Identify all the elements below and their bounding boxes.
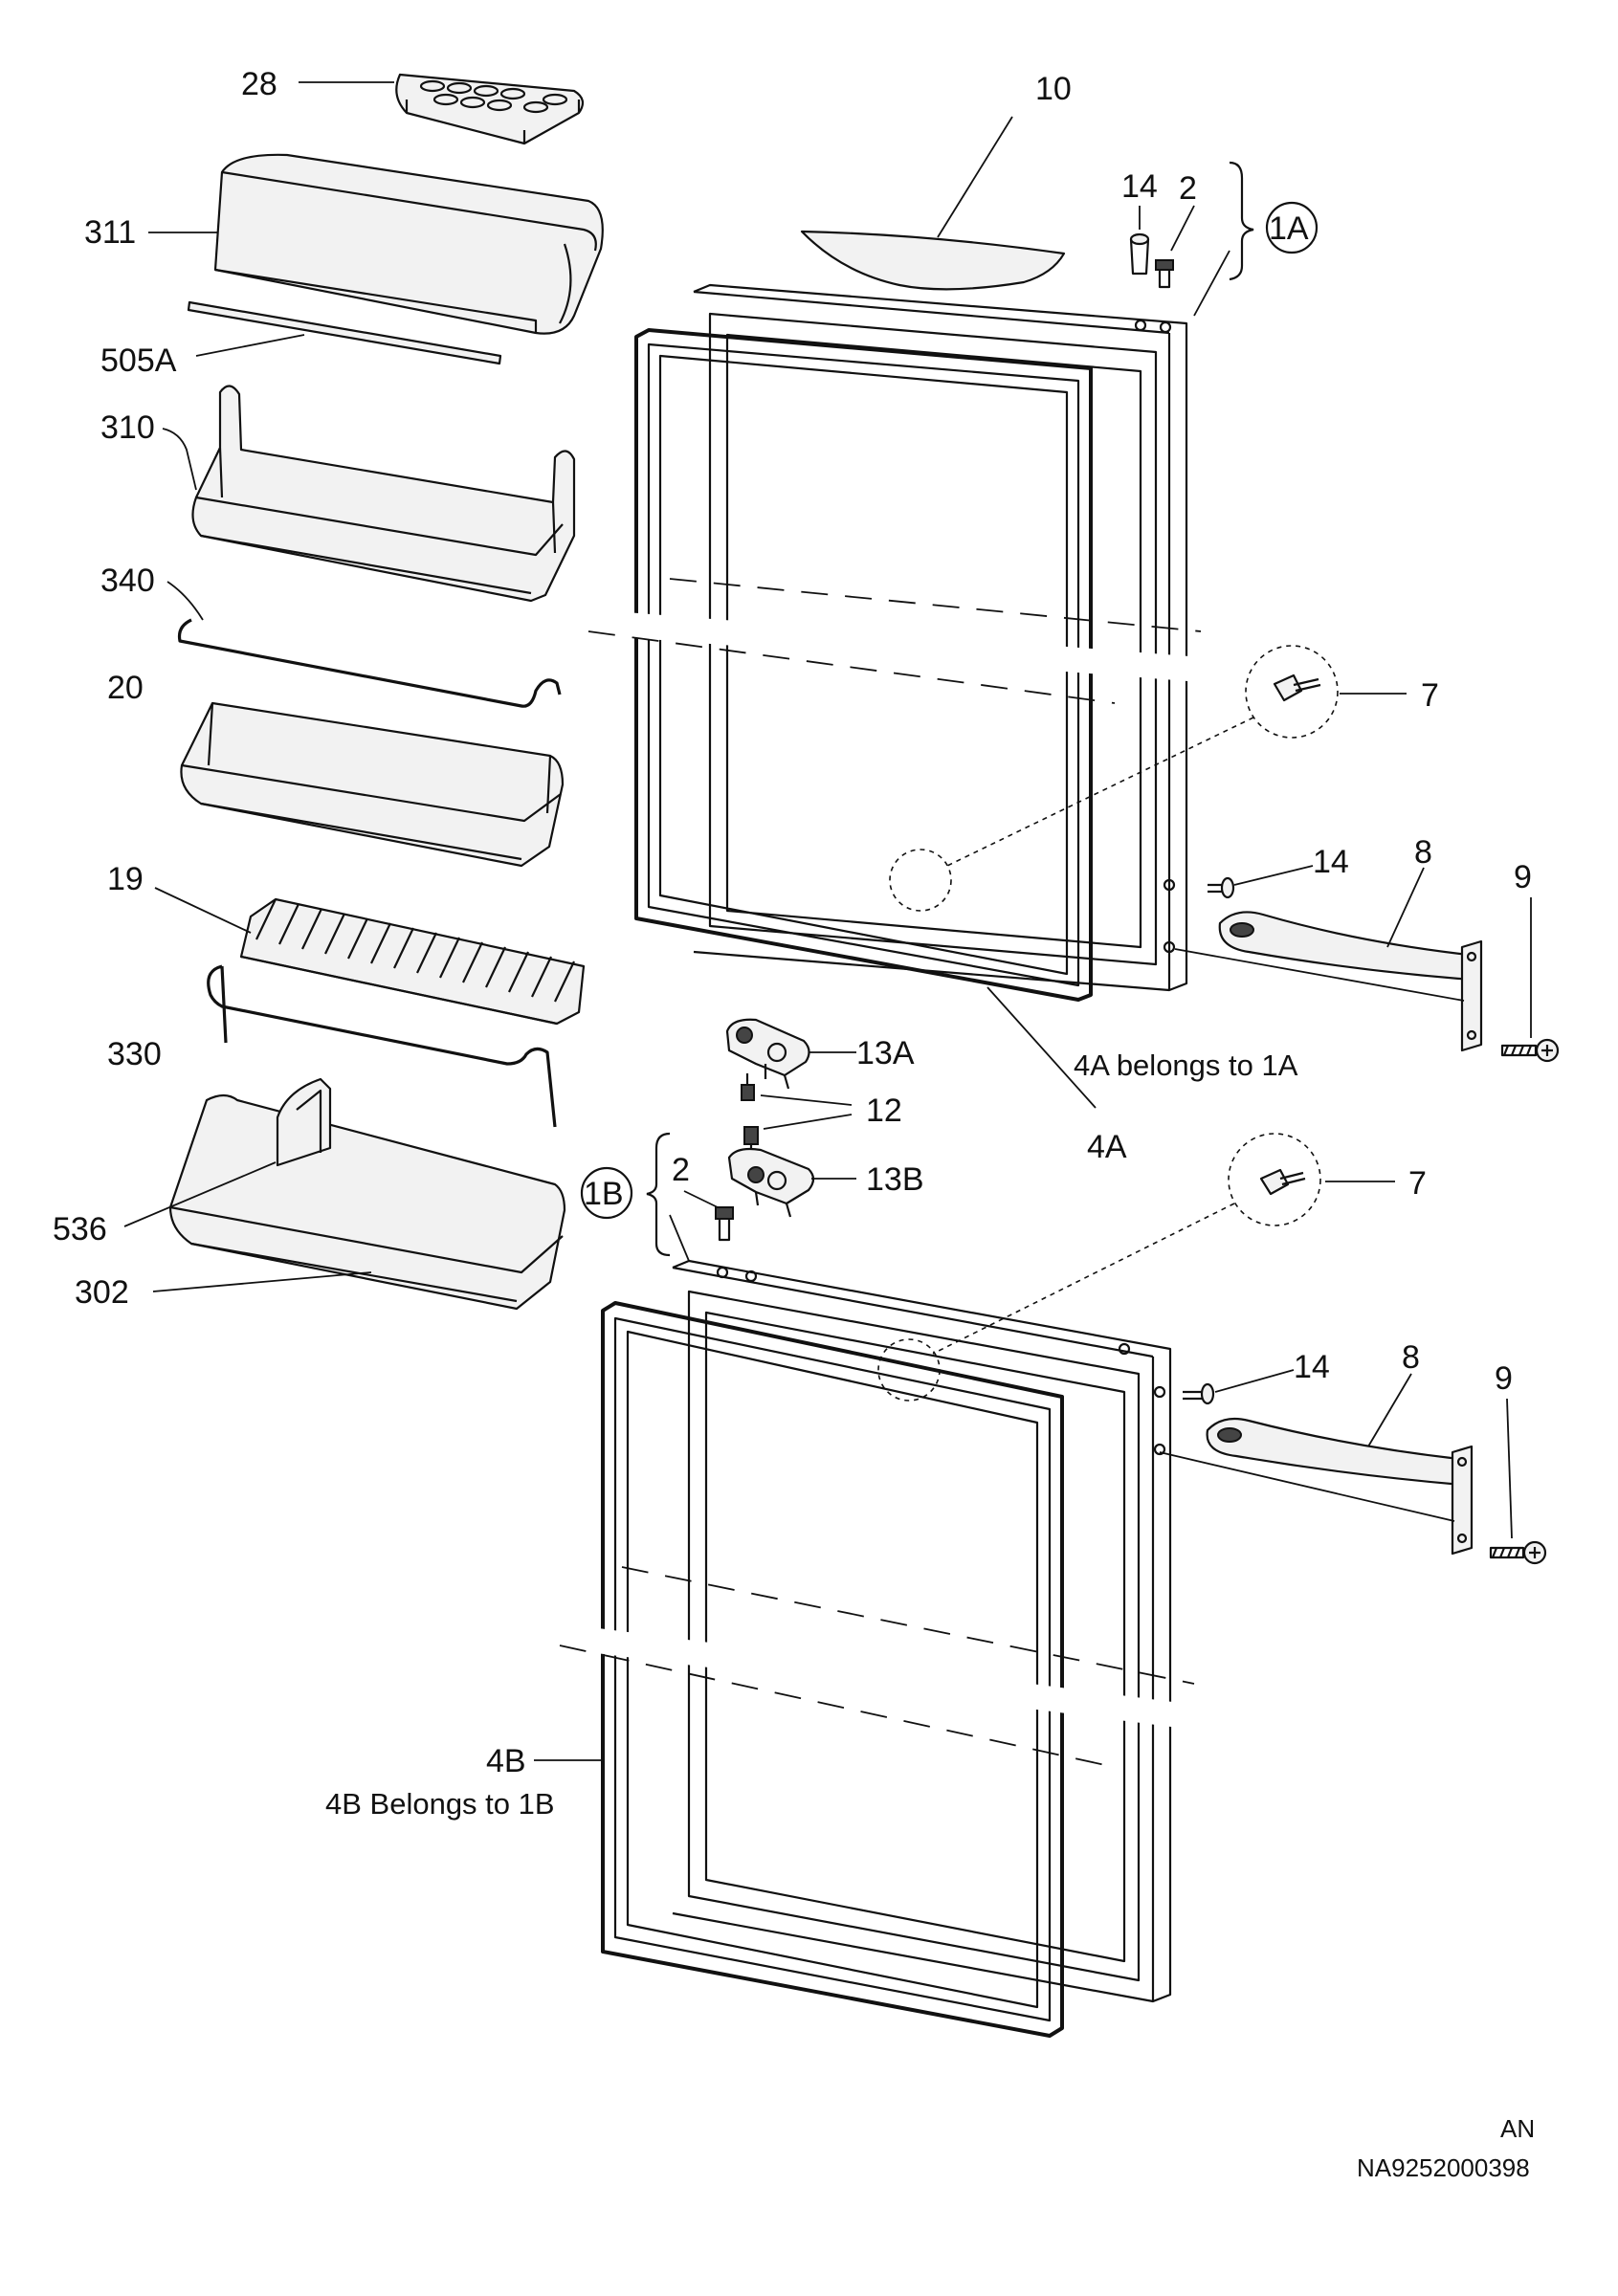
lower-break-line-b: [559, 1645, 1106, 1766]
upper-gasket-part: [634, 328, 1093, 1002]
upper-detail-callout: [889, 645, 1339, 912]
upper-break-line-a: [669, 578, 1202, 632]
callout-19: 19: [107, 861, 144, 897]
callout-10: 10: [1035, 71, 1072, 107]
leader-505a: [195, 334, 305, 357]
callout-20: 20: [107, 670, 144, 706]
leader-2-top: [1170, 205, 1195, 252]
mid-screw-part: [715, 1206, 734, 1242]
callout-4b: 4B: [486, 1743, 526, 1779]
handle-axis-upper: [1174, 948, 1465, 1002]
brace-1a: [1229, 161, 1254, 281]
callout-9-upper: 9: [1514, 859, 1532, 895]
lower-handle-part: [1206, 1417, 1474, 1556]
circle-1b: [580, 1166, 633, 1220]
bottom-bin-part: [168, 1093, 566, 1311]
lower-break-line-a: [621, 1566, 1195, 1685]
upper-wire-guard-part: [177, 618, 562, 708]
lower-hinge-screw-part: [1259, 1168, 1306, 1196]
bin-divider-part: [276, 1077, 332, 1167]
leader-14-mid: [1233, 865, 1314, 886]
callout-1b: 1B: [584, 1176, 624, 1212]
dairy-cover-part: [213, 153, 604, 335]
leader-2-mid: [683, 1190, 719, 1208]
upper-hinge-screw-part: [1273, 673, 1321, 702]
upper-break-band: [587, 609, 1203, 682]
callout-13b: 13B: [866, 1161, 924, 1198]
leader-1a: [1193, 250, 1230, 317]
callout-8-lower: 8: [1402, 1339, 1420, 1376]
note-4b-belongs-1b: 4B Belongs to 1B: [325, 1787, 555, 1821]
callout-7-lower: 7: [1408, 1165, 1427, 1202]
callout-13a: 13A: [856, 1035, 915, 1071]
callout-28: 28: [241, 66, 277, 102]
upper-shelf-bin-part: [191, 385, 576, 603]
egg-tray-part: [395, 73, 585, 145]
lower-wire-guard-part: [207, 964, 557, 1128]
callout-14-mid: 14: [1313, 844, 1349, 880]
lower-gasket-part: [601, 1301, 1064, 2038]
hinge-13b-part: [727, 1147, 815, 1218]
callout-4a: 4A: [1087, 1129, 1127, 1165]
lower-break-band: [558, 1623, 1196, 1730]
leader-12-a: [760, 1094, 853, 1106]
mid-pin-part: [1208, 876, 1235, 899]
lower-handle-screw-part: [1489, 1540, 1547, 1565]
lower-door-shell-part: [672, 1259, 1172, 2003]
slotted-divider-part: [239, 897, 586, 1026]
callout-9-lower: 9: [1495, 1360, 1513, 1397]
callout-340: 340: [100, 563, 155, 599]
callout-311: 311: [84, 214, 136, 251]
callout-14-low: 14: [1294, 1349, 1330, 1385]
leader-310: [162, 428, 197, 491]
leader-8-upper: [1386, 867, 1425, 948]
bushing-upper-part: [741, 1073, 755, 1101]
upper-handle-part: [1218, 911, 1483, 1052]
code-an: AN: [1500, 2114, 1535, 2143]
leader-4a: [986, 986, 1097, 1109]
leader-536: [123, 1161, 277, 1227]
leader-10: [937, 116, 1013, 238]
leader-12-b: [763, 1114, 853, 1130]
leader-1b: [669, 1214, 690, 1262]
top-pin-part: [1129, 232, 1150, 276]
callout-14-top: 14: [1121, 168, 1158, 205]
leader-302: [152, 1271, 372, 1292]
callout-330: 330: [107, 1036, 162, 1072]
leader-9-lower: [1506, 1398, 1513, 1539]
circle-1a: [1265, 201, 1319, 254]
leader-340: [166, 581, 204, 621]
callout-505a: 505A: [100, 342, 177, 379]
rod-part: [187, 300, 502, 365]
middle-bin-part: [180, 701, 565, 868]
door-panel-part: [800, 230, 1066, 291]
callout-302: 302: [75, 1274, 129, 1311]
note-4a-belongs-1a: 4A belongs to 1A: [1074, 1049, 1298, 1082]
brace-1b: [646, 1132, 671, 1257]
callout-12: 12: [866, 1093, 902, 1129]
lower-detail-callout: [877, 1133, 1321, 1402]
callout-536: 536: [53, 1211, 107, 1247]
callout-2-top: 2: [1179, 170, 1197, 207]
upper-handle-screw-part: [1500, 1038, 1560, 1063]
hinge-13a-part: [725, 1018, 810, 1090]
handle-axis-lower: [1159, 1451, 1455, 1522]
callout-1a: 1A: [1269, 210, 1309, 247]
leader-8-lower: [1367, 1373, 1412, 1447]
callout-310: 310: [100, 409, 155, 446]
callout-2-mid: 2: [672, 1152, 690, 1188]
leader-19: [154, 887, 252, 934]
top-screw-part: [1155, 259, 1174, 289]
callout-7-upper: 7: [1421, 677, 1439, 714]
callout-8-upper: 8: [1414, 834, 1432, 871]
code-document-number: NA9252000398: [1357, 2153, 1530, 2182]
leader-14-low: [1214, 1369, 1295, 1393]
low-pin-part: [1183, 1382, 1215, 1405]
upper-break-line-b: [587, 630, 1116, 704]
